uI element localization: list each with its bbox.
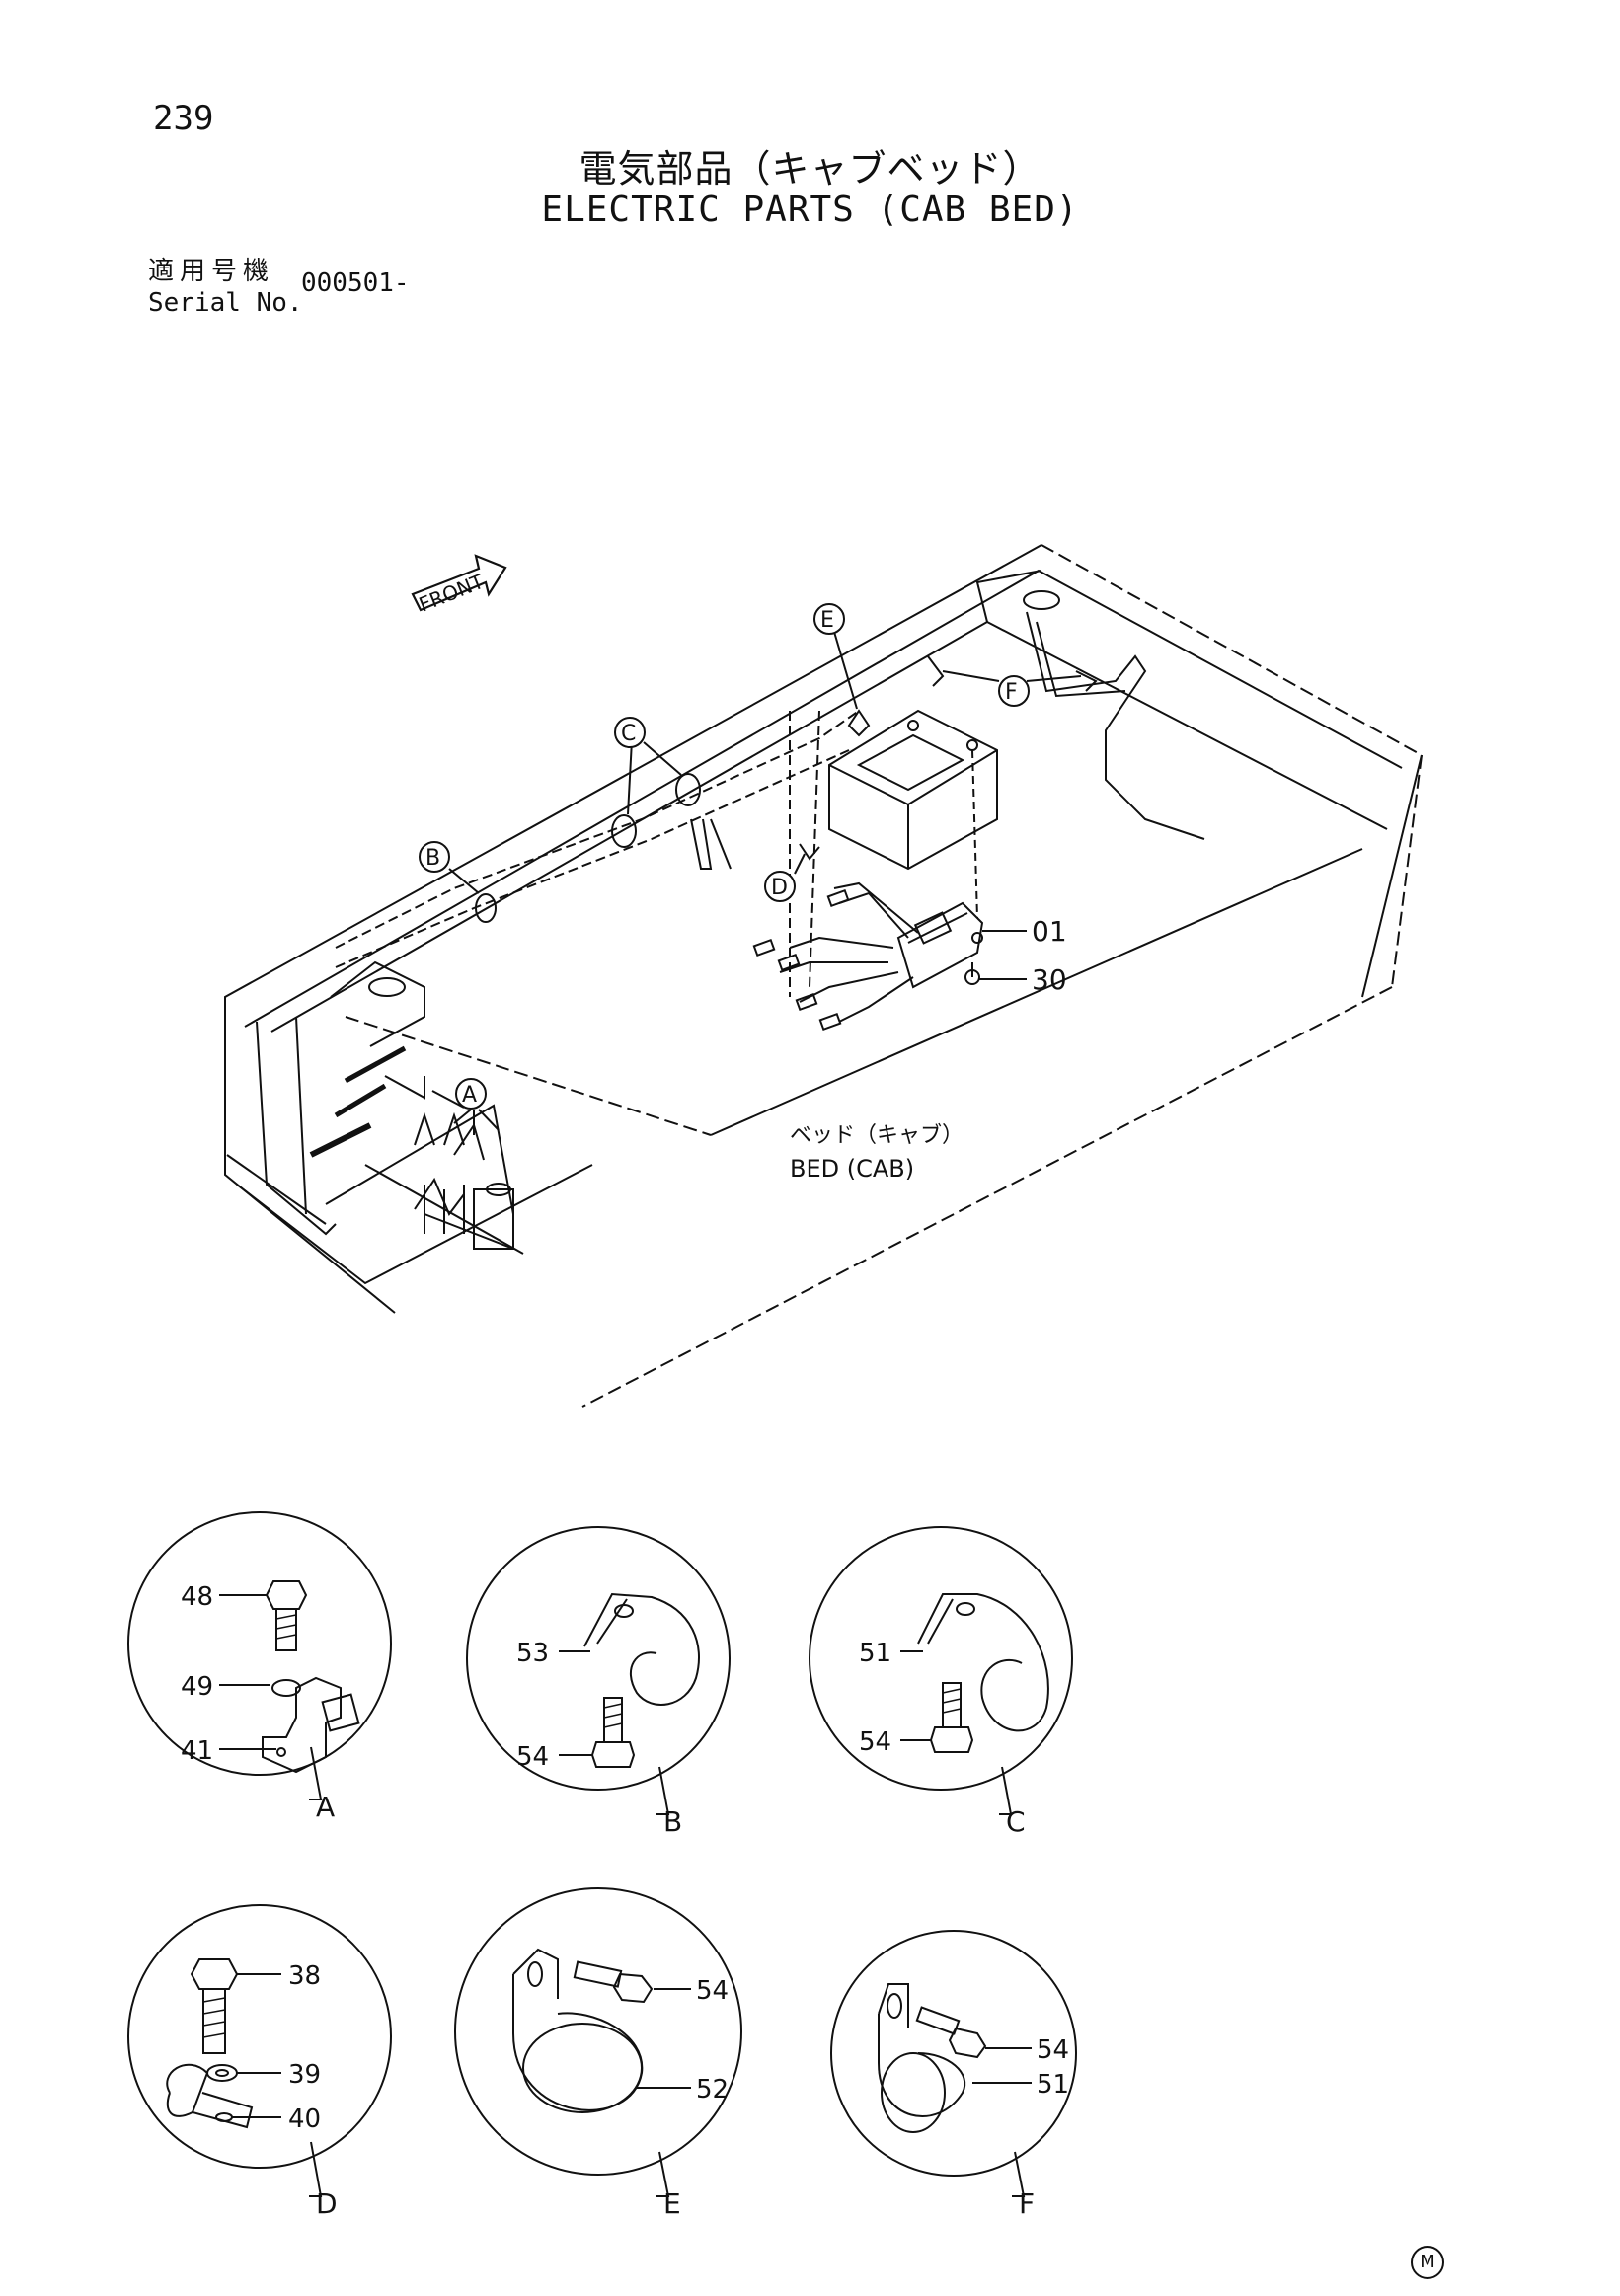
serial-label-jp: 適用号機 <box>148 257 275 286</box>
svg-text:51: 51 <box>1037 2070 1069 2100</box>
callout-b: B <box>419 841 480 894</box>
front-arrow-icon: FRONT <box>411 554 507 617</box>
part-label-30: 30 <box>1032 963 1067 996</box>
svg-text:54: 54 <box>1037 2035 1069 2065</box>
callout-c: C <box>614 717 682 815</box>
part-label-01: 01 <box>1032 915 1067 948</box>
detail-a: A 48 49 41 <box>127 1511 392 1823</box>
svg-text:54: 54 <box>516 1742 549 1772</box>
clamp-c1 <box>611 814 637 848</box>
svg-text:D: D <box>771 876 788 900</box>
callout-e: E <box>813 603 858 710</box>
bolt-30 <box>964 962 980 985</box>
svg-text:E: E <box>820 608 834 633</box>
svg-text:39: 39 <box>288 2060 321 2090</box>
svg-text:53: 53 <box>516 1639 549 1668</box>
clamp-e <box>847 709 871 737</box>
svg-text:41: 41 <box>181 1736 213 1766</box>
serial-value: 000501- <box>301 268 410 298</box>
bed-label-jp: ベッド（キャブ） <box>790 1123 964 1148</box>
svg-text:40: 40 <box>288 2105 321 2134</box>
page-title-jp: 電気部品（キャブベッド） <box>579 147 1041 191</box>
clamp-b <box>475 893 497 923</box>
bed-label-en: BED (CAB) <box>790 1155 914 1183</box>
relay-harness <box>752 881 984 1032</box>
callout-f: F <box>942 670 1082 707</box>
detail-f-label: F <box>1019 2187 1035 2220</box>
detail-b-label: B <box>663 1805 682 1838</box>
detail-a-label: A <box>316 1791 335 1823</box>
callout-a: A <box>431 1078 500 1135</box>
clamp-f2 <box>1075 670 1098 692</box>
callout-d: D <box>764 853 806 902</box>
detail-b: B 53 54 <box>466 1526 731 1838</box>
svg-text:49: 49 <box>181 1672 213 1702</box>
svg-text:54: 54 <box>859 1727 891 1757</box>
detail-d-label: D <box>316 2187 338 2220</box>
detail-e: E 54 52 <box>454 1887 742 2220</box>
clamp-f1 <box>927 655 945 687</box>
svg-text:C: C <box>621 722 636 746</box>
detail-d: D 38 39 40 <box>127 1904 392 2220</box>
detail-e-label: E <box>663 2187 681 2220</box>
svg-text:48: 48 <box>181 1582 213 1612</box>
cab-bed-drawing: FRONT <box>224 544 1424 1408</box>
detail-c: C 51 54 <box>809 1526 1073 1838</box>
detail-f: F 54 51 <box>830 1930 1077 2220</box>
svg-text:B: B <box>425 846 440 871</box>
clamp-d <box>799 843 820 861</box>
svg-text:54: 54 <box>696 1976 729 2006</box>
manual-mark-icon: M <box>1411 2246 1444 2279</box>
front-label: FRONT <box>416 569 488 616</box>
svg-text:52: 52 <box>696 2075 729 2105</box>
svg-text:A: A <box>462 1083 477 1108</box>
svg-text:F: F <box>1005 680 1018 705</box>
page-title-en: ELECTRIC PARTS (CAB BED) <box>541 190 1079 230</box>
clamp-c2 <box>675 773 701 806</box>
serial-label-en: Serial No. <box>148 288 303 318</box>
page-number: 239 <box>153 99 214 138</box>
battery-box <box>828 709 998 919</box>
detail-c-label: C <box>1006 1805 1026 1838</box>
svg-text:38: 38 <box>288 1961 321 1991</box>
svg-text:51: 51 <box>859 1639 891 1668</box>
